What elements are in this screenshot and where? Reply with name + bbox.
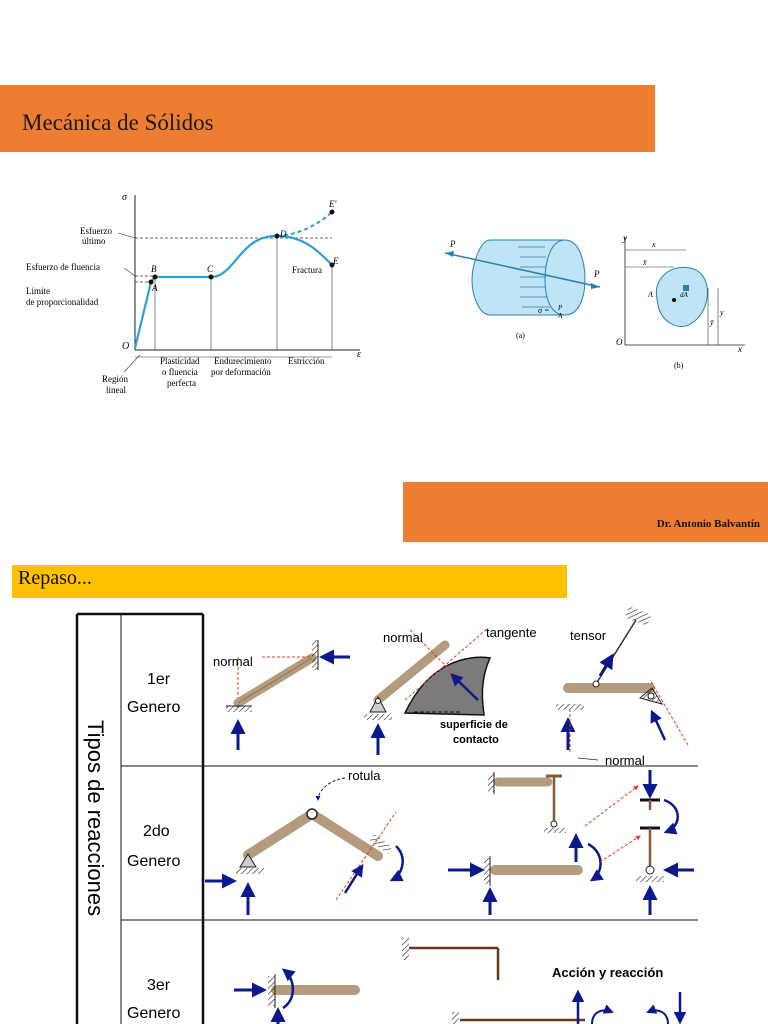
svg-text:P: P — [449, 239, 456, 249]
svg-text:normal: normal — [383, 630, 423, 645]
true-stress-curve — [276, 211, 333, 237]
svg-text:1er: 1er — [147, 671, 171, 688]
svg-text:por deformación: por deformación — [211, 367, 271, 377]
svg-text:B: B — [151, 264, 157, 274]
reactions-table: Tipos de reacciones 1er Genero 2do Gener… — [75, 606, 698, 1024]
svg-text:superficie de: superficie de — [440, 719, 508, 731]
svg-text:ȳ: ȳ — [709, 318, 714, 327]
svg-text:Acción y reacción: Acción y reacción — [552, 965, 663, 980]
eps-label: ε — [357, 349, 361, 360]
svg-text:Genero: Genero — [127, 699, 180, 716]
svg-text:último: último — [82, 236, 106, 246]
svg-text:rotula: rotula — [348, 768, 381, 783]
svg-text:2do: 2do — [143, 823, 170, 840]
svg-text:C: C — [207, 264, 214, 274]
origin-label: O — [122, 341, 129, 352]
svg-text:Plasticidad: Plasticidad — [160, 356, 200, 366]
svg-text:Genero: Genero — [127, 1005, 180, 1022]
svg-text:o fluencia: o fluencia — [162, 367, 198, 377]
page-title: Mecánica de Sólidos — [22, 110, 214, 135]
svg-text:O: O — [616, 337, 623, 347]
svg-text:dA: dA — [680, 291, 689, 299]
author-name: Dr. Antonio Balvantín — [656, 518, 760, 530]
svg-text:tensor: tensor — [570, 628, 607, 643]
svg-text:y: y — [622, 233, 627, 243]
section-title: Repaso... — [18, 567, 92, 589]
section-banner — [12, 565, 567, 598]
svg-text:Límite: Límite — [26, 286, 50, 296]
svg-text:E′: E′ — [328, 199, 337, 209]
svg-text:normal: normal — [605, 753, 645, 768]
svg-text:Estricción: Estricción — [288, 356, 325, 366]
title-banner — [0, 85, 655, 152]
svg-text:Esfuerzo: Esfuerzo — [80, 226, 112, 236]
svg-text:Esfuerzo de fluencia: Esfuerzo de fluencia — [26, 262, 100, 272]
svg-text:A: A — [647, 290, 653, 299]
svg-text:x: x — [651, 240, 656, 249]
axial-stress-figure: P P σ = P A (a) y x O x x̄ ȳ y A dA (b) — [444, 233, 745, 370]
svg-text:x: x — [737, 344, 742, 354]
svg-text:E: E — [332, 256, 339, 266]
svg-text:(a): (a) — [516, 331, 525, 340]
svg-text:P: P — [557, 304, 563, 312]
svg-text:lineal: lineal — [106, 385, 126, 395]
svg-text:tangente: tangente — [486, 625, 537, 640]
table-side-title: Tipos de reacciones — [83, 720, 108, 916]
svg-text:D: D — [279, 229, 287, 239]
stress-strain-diagram: σ ε O A B C D E E′ Esfuerzo último Esfue… — [26, 192, 361, 395]
svg-text:Genero: Genero — [127, 853, 180, 870]
svg-text:Endurecimiento: Endurecimiento — [214, 356, 272, 366]
svg-text:de proporcionalidad: de proporcionalidad — [26, 297, 99, 307]
svg-text:3er: 3er — [147, 977, 171, 994]
svg-text:A: A — [151, 283, 158, 293]
author-banner — [403, 482, 768, 542]
stress-strain-curve — [133, 234, 333, 349]
svg-text:perfecta: perfecta — [167, 378, 196, 388]
svg-text:Región: Región — [102, 374, 128, 384]
svg-text:Fractura: Fractura — [292, 265, 322, 275]
svg-text:A: A — [557, 312, 563, 320]
svg-text:(b): (b) — [674, 361, 684, 370]
svg-text:y: y — [719, 308, 724, 317]
svg-text:contacto: contacto — [453, 734, 499, 746]
sigma-label: σ — [122, 192, 128, 203]
svg-text:x̄: x̄ — [642, 258, 647, 267]
svg-text:normal: normal — [213, 654, 253, 669]
svg-text:σ =: σ = — [538, 306, 549, 315]
svg-text:P: P — [593, 269, 600, 279]
